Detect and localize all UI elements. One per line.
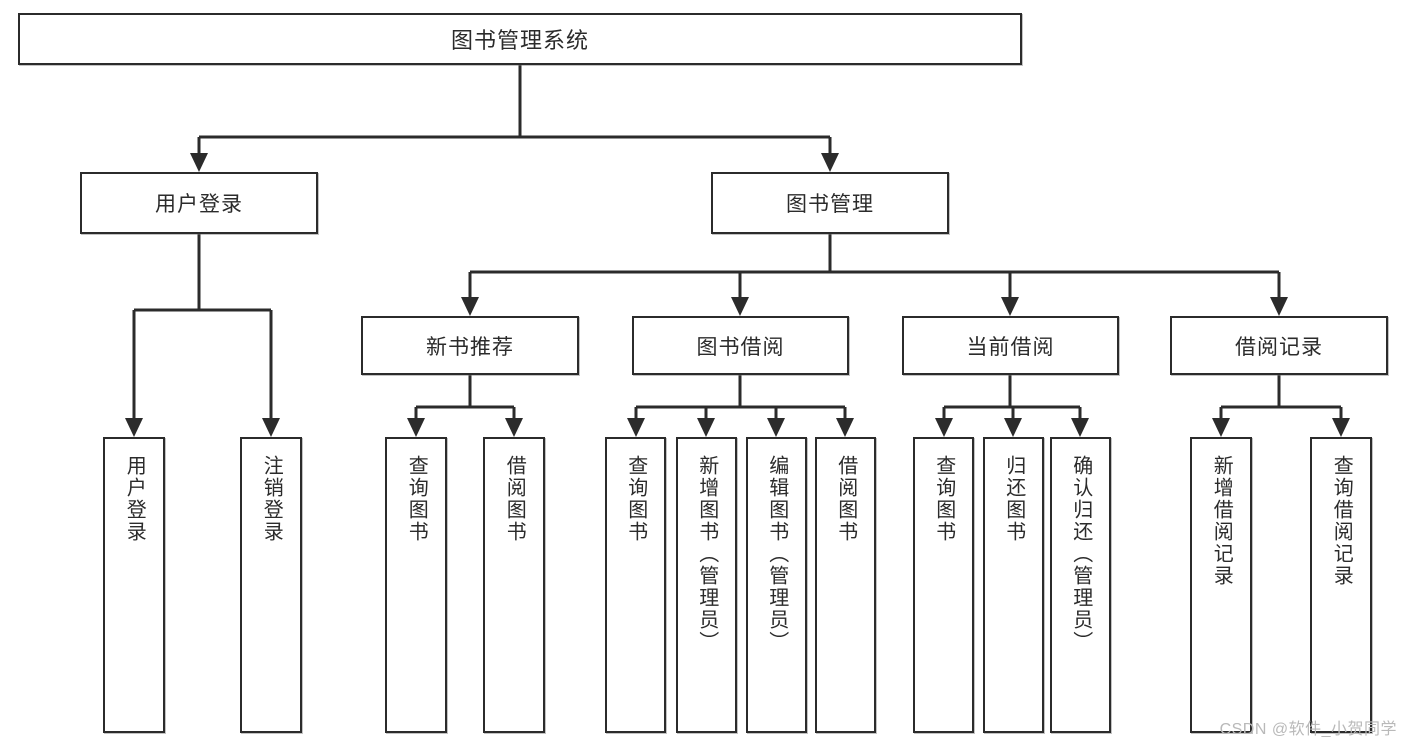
arrow-head-10 [627,418,645,437]
node-label: 图书管理系统 [450,28,589,53]
arrow-head-17 [1212,418,1230,437]
arrow-head-0 [190,153,208,172]
arrow-head-13 [836,418,854,437]
node-new-book-rec[interactable]: 新书推荐 [361,316,579,375]
node-leaf-borrow-book-2[interactable]: 借阅图书 [815,437,876,733]
node-label: 新增图书（管理员） [695,455,718,653]
node-leaf-logout[interactable]: 注销登录 [240,437,302,733]
node-leaf-query-book-2[interactable]: 查询图书 [605,437,666,733]
node-label: 查询图书 [405,455,428,543]
node-borrow-record[interactable]: 借阅记录 [1170,316,1388,375]
node-label: 借阅图书 [834,455,857,543]
node-leaf-confirm-return[interactable]: 确认归还（管理员） [1050,437,1111,733]
arrow-head-4 [461,297,479,316]
arrow-head-9 [505,418,523,437]
node-leaf-add-record[interactable]: 新增借阅记录 [1190,437,1252,733]
arrow-head-14 [935,418,953,437]
node-leaf-query-record[interactable]: 查询借阅记录 [1310,437,1372,733]
arrow-head-3 [262,418,280,437]
node-label: 查询图书 [932,455,955,543]
node-leaf-add-book[interactable]: 新增图书（管理员） [676,437,737,733]
node-current-borrow[interactable]: 当前借阅 [902,316,1119,375]
arrow-head-15 [1004,418,1022,437]
arrow-head-16 [1071,418,1089,437]
node-user-login[interactable]: 用户登录 [80,172,318,234]
node-label: 编辑图书（管理员） [765,455,788,653]
arrow-head-18 [1332,418,1350,437]
node-leaf-borrow-book-1[interactable]: 借阅图书 [483,437,545,733]
node-leaf-edit-book[interactable]: 编辑图书（管理员） [746,437,807,733]
node-leaf-query-book-1[interactable]: 查询图书 [385,437,447,733]
node-label: 注销登录 [260,455,283,543]
node-leaf-user-login[interactable]: 用户登录 [103,437,165,733]
arrow-head-8 [407,418,425,437]
node-root[interactable]: 图书管理系统 [18,13,1022,65]
node-label: 图书管理 [786,193,874,216]
arrow-head-12 [767,418,785,437]
arrow-head-5 [731,297,749,316]
node-label: 查询图书 [624,455,647,543]
node-label: 确认归还（管理员） [1069,455,1092,653]
node-book-manage[interactable]: 图书管理 [711,172,949,234]
node-label: 借阅图书 [503,455,526,543]
node-label: 借阅记录 [1235,335,1323,359]
arrow-head-6 [1001,297,1019,316]
arrow-head-11 [697,418,715,437]
node-label: 查询借阅记录 [1330,455,1353,587]
node-book-borrow[interactable]: 图书借阅 [632,316,849,375]
arrow-head-2 [125,418,143,437]
node-label: 用户登录 [123,455,146,543]
node-label: 用户登录 [155,193,243,216]
node-label: 当前借阅 [966,335,1055,359]
node-label: 归还图书 [1002,455,1025,543]
node-leaf-query-book-3[interactable]: 查询图书 [913,437,974,733]
node-label: 图书借阅 [696,335,785,359]
arrow-head-7 [1270,297,1288,316]
node-label: 新增借阅记录 [1210,455,1233,587]
node-leaf-return-book[interactable]: 归还图书 [983,437,1044,733]
watermark: CSDN @软件_小贺同学 [1219,721,1397,738]
node-label: 新书推荐 [426,335,514,359]
arrow-head-1 [821,153,839,172]
